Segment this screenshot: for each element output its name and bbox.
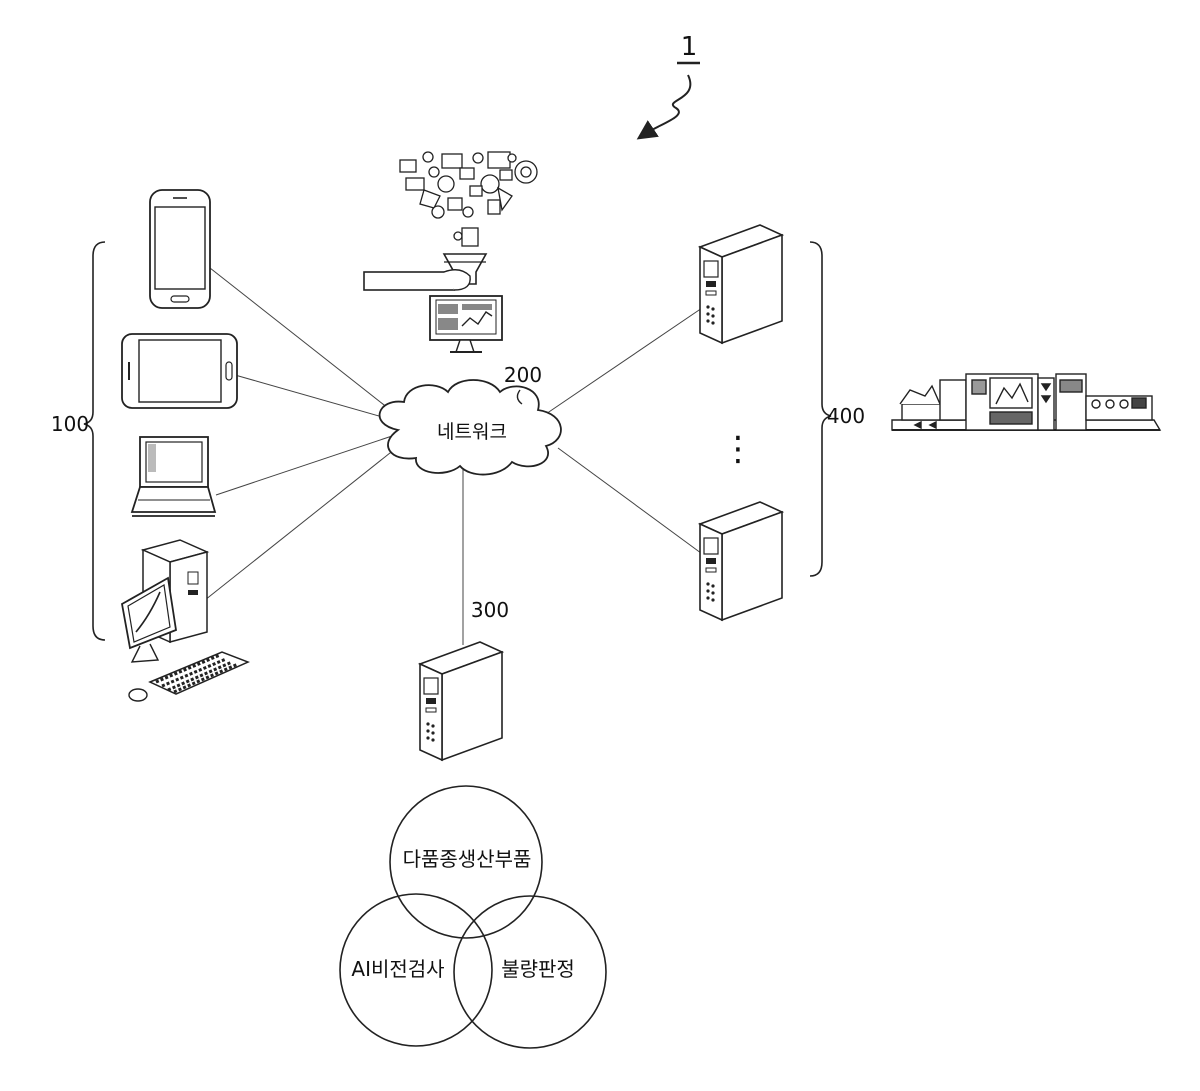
figure-ref-number: 1 xyxy=(681,32,698,62)
factory-production-line-icon xyxy=(892,374,1160,430)
link-production-server-top xyxy=(540,306,705,418)
link-laptop xyxy=(216,435,395,495)
smartphone-icon xyxy=(150,190,210,308)
venn-left-label: AI비전검사 xyxy=(351,957,444,981)
production-servers-ref: 400 xyxy=(827,404,865,428)
link-tablet xyxy=(235,375,393,420)
server-tower-icon xyxy=(700,502,782,620)
inspection-server-ref: 300 xyxy=(471,598,509,622)
data-funnel-analytics-icon xyxy=(364,152,537,352)
tablet-icon xyxy=(122,334,237,408)
server-tower-icon xyxy=(700,225,782,343)
link-production-server-bottom xyxy=(558,448,705,556)
terminals-ref: 100 xyxy=(51,412,89,436)
venn-top-label: 다품종생산부품 xyxy=(403,847,532,871)
figure-ref-arrow xyxy=(645,75,690,134)
venn-diagram: 다품종생산부품 AI비전검사 불량판정 xyxy=(340,786,606,1048)
venn-right-label: 불량판정 xyxy=(501,957,575,981)
laptop-icon xyxy=(132,437,215,516)
terminals-brace xyxy=(84,242,105,640)
link-desktop xyxy=(205,445,400,600)
network-ref: 200 xyxy=(504,363,542,387)
network-label: 네트워크 xyxy=(437,421,507,443)
desktop-computer-icon xyxy=(122,540,248,701)
network-cloud: 네트워크 xyxy=(380,380,561,475)
server-tower-icon xyxy=(420,642,502,760)
server-ellipsis: ⋮ xyxy=(721,429,755,469)
